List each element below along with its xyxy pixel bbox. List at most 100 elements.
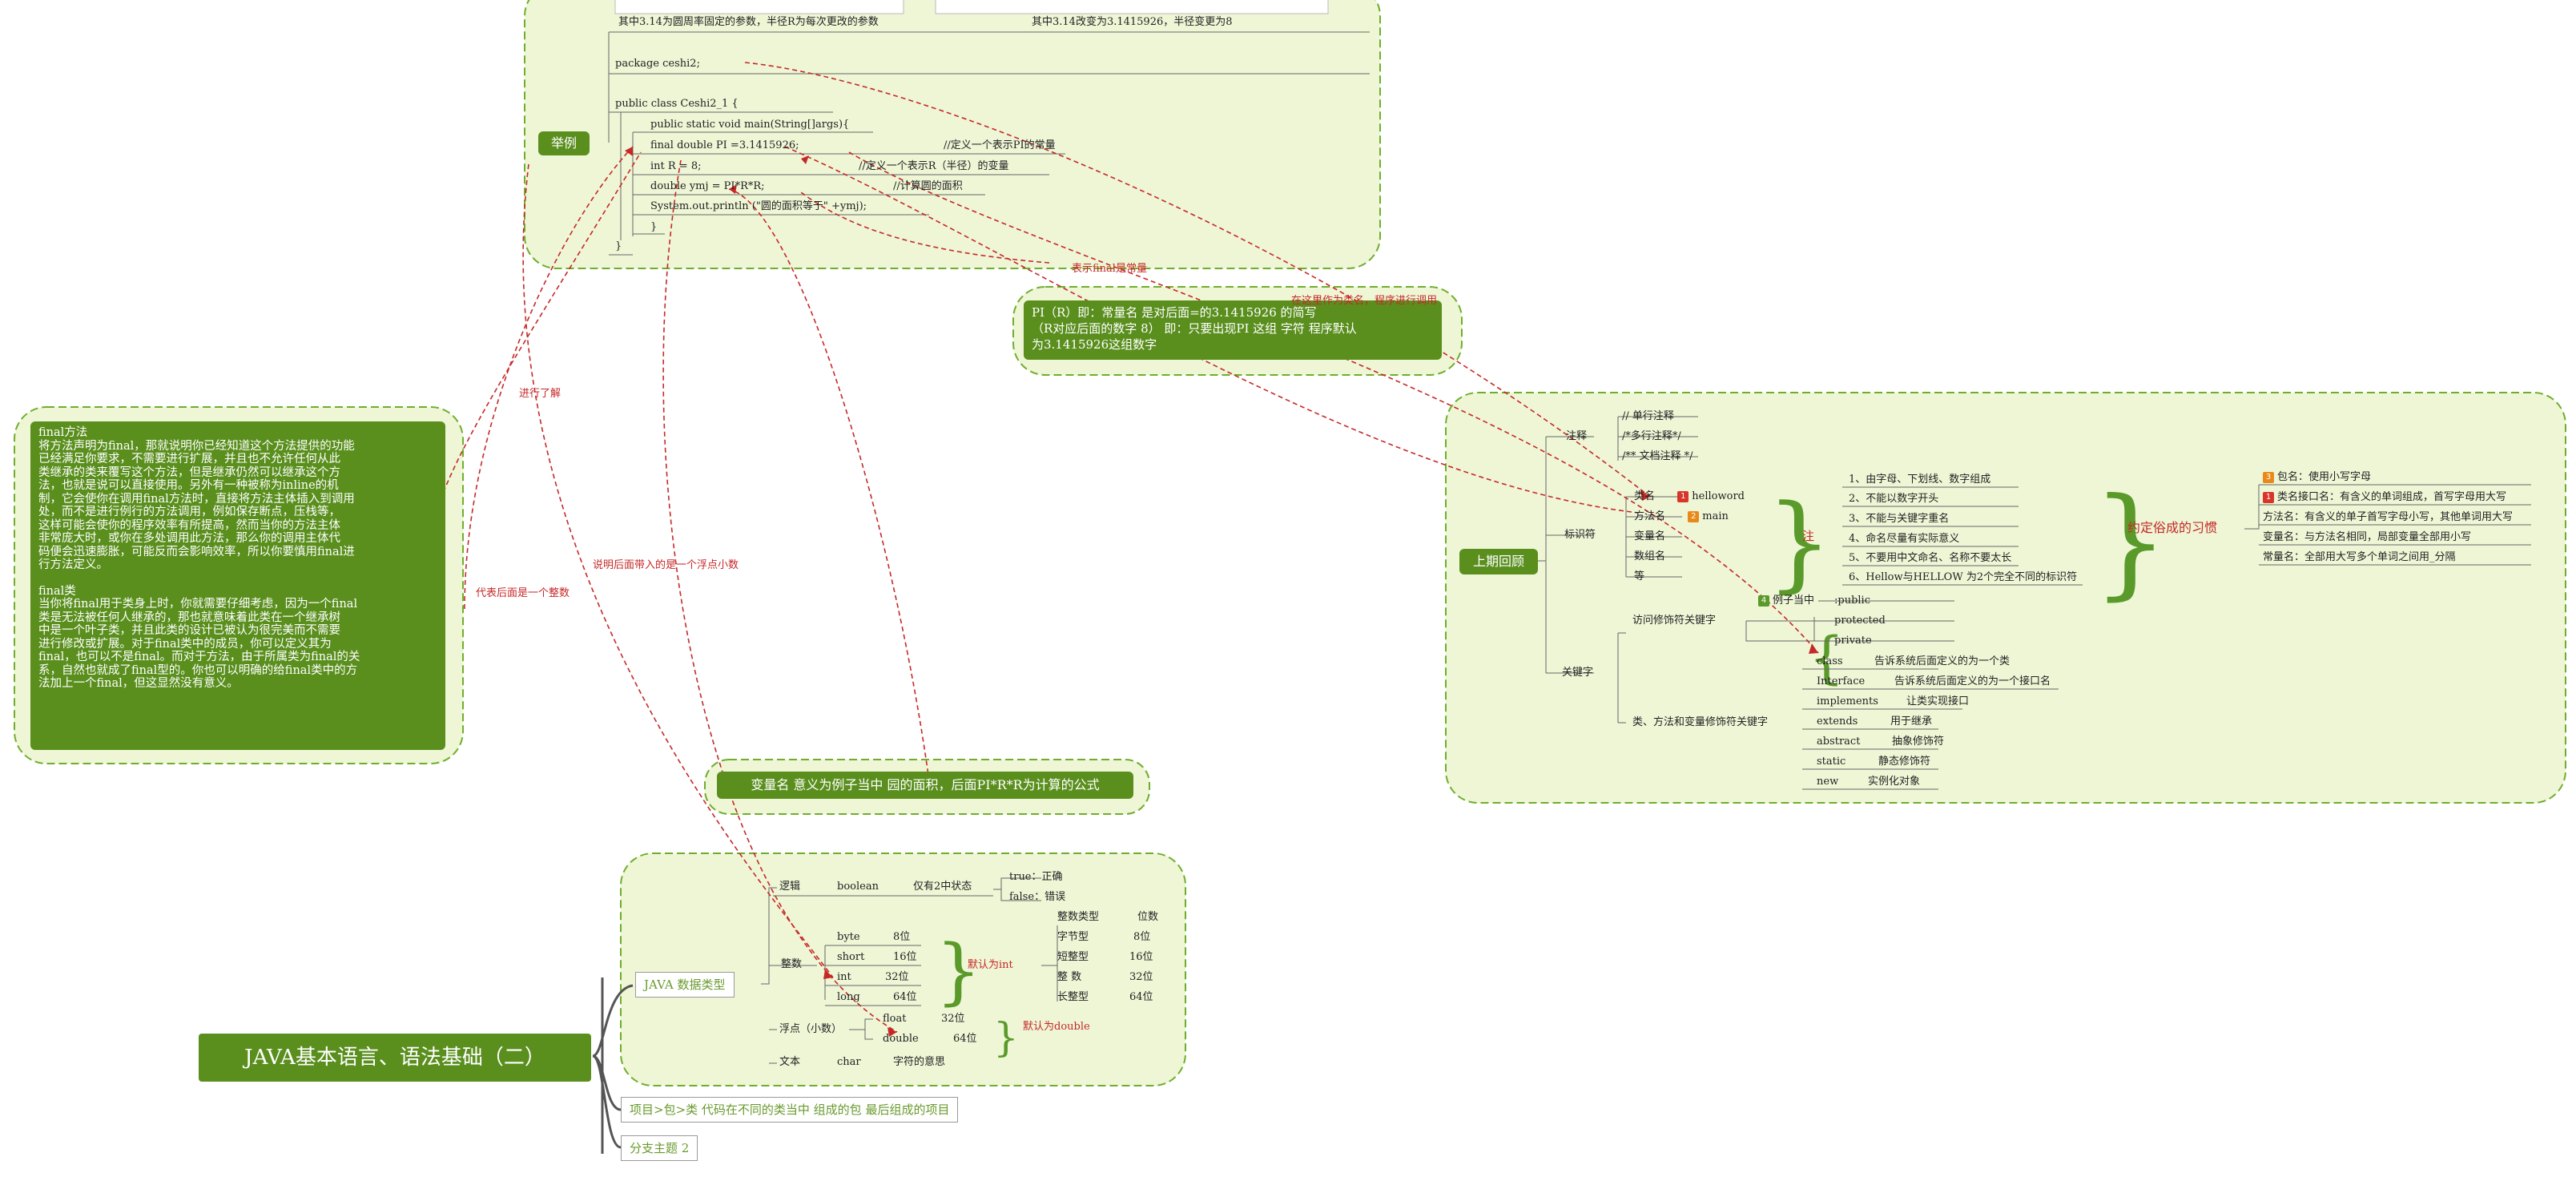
mod-extends-v: 用于继承 xyxy=(1890,715,1933,728)
float-bits-double: 64位 xyxy=(953,1033,977,1045)
annotation-float: 说明后面带入的是一个浮点小数 xyxy=(593,559,739,571)
review-node[interactable]: 上期回顾 xyxy=(1459,549,1538,574)
comment-area: //计算圆的面积 xyxy=(893,180,963,192)
code-line-close-class: } xyxy=(615,240,622,252)
mod-interface-v: 告诉系统后面定义的为一个接口名 xyxy=(1894,675,2051,687)
mod-implements-v: 让类实现接口 xyxy=(1906,695,1970,707)
final-box[interactable]: final方法 将方法声明为final，那就说明你已经知道这个方法提供的功能 已… xyxy=(30,421,445,750)
char-note: 字符的意思 xyxy=(893,1056,946,1068)
svg-text:}: } xyxy=(1766,482,1833,603)
code-line-package: package ceshi2; xyxy=(615,58,700,70)
java-types-node[interactable]: JAVA 数据类型 xyxy=(635,972,735,998)
rule-1: 1、由字母、下划线、数字组成 xyxy=(1849,474,1991,486)
rule-6: 6、Hellow与HELLOW 为2个完全不同的标识符 xyxy=(1849,571,2078,583)
int-type-byte: byte xyxy=(837,931,860,943)
final-class-l2: 类是无法被任何人继承的，那也就意味着此类在一个继承树 xyxy=(38,611,340,624)
mod-implements-k: implements xyxy=(1817,695,1878,707)
convention-3: 方法名：有含义的单子首写字母小写，其他单词用大写 xyxy=(2263,511,2514,523)
rule-5: 5、不要用中文命名、名称不要太长 xyxy=(1849,552,2012,564)
access-private: private xyxy=(1834,635,1872,647)
logic-label: 逻辑 xyxy=(779,881,801,893)
code-line-int: int R = 8; xyxy=(650,160,702,172)
int-bits-short: 16位 xyxy=(893,951,917,963)
int-table-r3c0: 长整型 xyxy=(1057,991,1089,1003)
annotation-learn: 进行了解 xyxy=(519,388,561,400)
main-title[interactable]: JAVA基本语言、语法基础（二） xyxy=(199,1034,591,1082)
final-class-l1: 当你将final用于类身上时，你就需要仔细考虑，因为一个final xyxy=(38,598,358,611)
annotation-integer: 代表后面是一个整数 xyxy=(476,587,570,599)
badge-1-icon: 1 xyxy=(1677,490,1689,502)
final-class-l6: 系，自然也就成了final型的。你也可以明确的给final类中的方 xyxy=(38,663,358,677)
mod-abstract-v: 抽象修饰符 xyxy=(1892,736,1945,748)
identifier-method-name: 方法名 xyxy=(1634,510,1666,522)
integer-label: 整数 xyxy=(781,958,803,970)
pi-note-line-1: PI（R）即：常量名 是对后面=的3.1415926 的简写 xyxy=(1032,305,1317,320)
identifier-method-extra: main xyxy=(1702,510,1729,522)
final-class-l4: 进行修改或扩展。对于final类中的成员，你可以定义其为 xyxy=(38,637,332,651)
class-mod-label: 类、方法和变量修饰符关键字 xyxy=(1632,716,1769,728)
example-region xyxy=(524,0,1381,269)
final-class-l7: 法加上一个final，但这显然没有意义。 xyxy=(38,677,239,690)
identifier-array: 数组名 xyxy=(1634,550,1666,562)
code-line-main: public static void main(String[]args){ xyxy=(650,119,850,131)
identifier-etc: 等 xyxy=(1634,570,1645,582)
comment-r: //定义一个表示R（半径）的变量 xyxy=(859,160,1009,172)
int-table-r3c1: 64位 xyxy=(1129,991,1153,1003)
final-method-l9: 码便会迅速膨胀，可能反而会影响效率，所以你要慎用final进 xyxy=(38,545,355,558)
convention-5: 常量名：全部用大写多个单词之间用_分隔 xyxy=(2263,551,2456,563)
comment-multi: /*多行注释*/ xyxy=(1622,430,1681,442)
int-table-r1c0: 短整型 xyxy=(1057,951,1089,963)
identifier-variable: 变量名 xyxy=(1634,530,1666,542)
svg-text:}: } xyxy=(993,1014,1019,1061)
project-topic[interactable]: 项目>包>类 代码在不同的类当中 组成的包 最后组成的项目 xyxy=(621,1097,959,1123)
int-type-long: long xyxy=(837,991,860,1003)
float-type-float: float xyxy=(883,1013,907,1025)
note-label: 注 xyxy=(1802,529,1815,543)
int-table-r2c0: 整 数 xyxy=(1057,971,1082,983)
review-region xyxy=(1445,392,2566,804)
code-line-println: System.out.println ("圆的面积等于" +ymj); xyxy=(650,200,867,212)
float-bits-float: 32位 xyxy=(941,1013,965,1025)
int-table-r2c1: 32位 xyxy=(1129,971,1153,983)
int-default: 默认为int xyxy=(968,959,1013,971)
branch-topic[interactable]: 分支主题 2 xyxy=(621,1135,698,1161)
int-table-h1: 整数类型 xyxy=(1057,911,1100,923)
int-type-int: int xyxy=(837,971,851,983)
mod-class-v: 告诉系统后面定义的为一个类 xyxy=(1874,655,2010,667)
mod-interface-k: Interface xyxy=(1817,675,1866,687)
final-method-l2: 已经满足你要求，不需要进行扩展，并且也不允许任何从此 xyxy=(38,453,340,466)
code-line-close-main: } xyxy=(650,221,658,233)
svg-text:}: } xyxy=(936,929,981,1014)
java-types-region xyxy=(620,853,1186,1086)
badge-4-icon: 4 xyxy=(1758,595,1769,607)
pi-note[interactable]: PI（R）即：常量名 是对后面=的3.1415926 的简写 （R对应后面的数字… xyxy=(1024,300,1442,360)
comment-doc: /** 文档注释 */ xyxy=(1622,450,1693,462)
example-node[interactable]: 举例 xyxy=(538,131,590,155)
final-method-l5: 制，它会使你在调用final方法时，直接将方法主体插入到调用 xyxy=(38,492,355,506)
mod-new-v: 实例化对象 xyxy=(1868,776,1921,788)
text-label: 文本 xyxy=(779,1056,801,1068)
mod-new-k: new xyxy=(1817,776,1839,788)
identifier-label: 标识符 xyxy=(1564,529,1596,541)
code-line-double: double ymj = PI*R*R; xyxy=(650,180,765,192)
keywords-label: 关键字 xyxy=(1562,667,1594,679)
boolean-note: 仅有2中状态 xyxy=(913,881,972,893)
pi-note-line-3: 为3.1415926这组数字 xyxy=(1032,337,1157,352)
formula-note[interactable]: 变量名 意义为例子当中 园的面积，后面PI*R*R为计算的公式 xyxy=(717,772,1133,799)
final-method-l1: 将方法声明为final，那就说明你已经知道这个方法提供的功能 xyxy=(38,439,355,453)
pi-note-line-2: （R对应后面的数字 8） 即：只要出现PI 这组 字符 程序默认 xyxy=(1032,321,1357,336)
convention-4: 变量名：与方法名相同，局部变量全部用小写 xyxy=(2263,531,2472,543)
example-top-right: 其中3.14改变为3.1415926，半径变更为8 xyxy=(1032,16,1233,28)
final-class-l3: 中是一个叶子类，并且此类的设计已被认为很完美而不需要 xyxy=(38,624,340,637)
mod-static-v: 静态修饰符 xyxy=(1878,756,1931,768)
final-method-l4: 法，也就是说可以直接使用。另外有一种被称为inline的机 xyxy=(38,479,339,492)
comments-label: 注释 xyxy=(1566,430,1588,442)
access-protected: protected xyxy=(1834,615,1886,627)
comment-pi: //定义一个表示PI的常量 xyxy=(944,139,1056,151)
int-table-r0c0: 字节型 xyxy=(1057,931,1089,943)
badge-2-icon: 2 xyxy=(1688,510,1700,522)
mod-abstract-k: abstract xyxy=(1817,736,1861,748)
identifier-class-name: 类名 xyxy=(1634,490,1656,502)
